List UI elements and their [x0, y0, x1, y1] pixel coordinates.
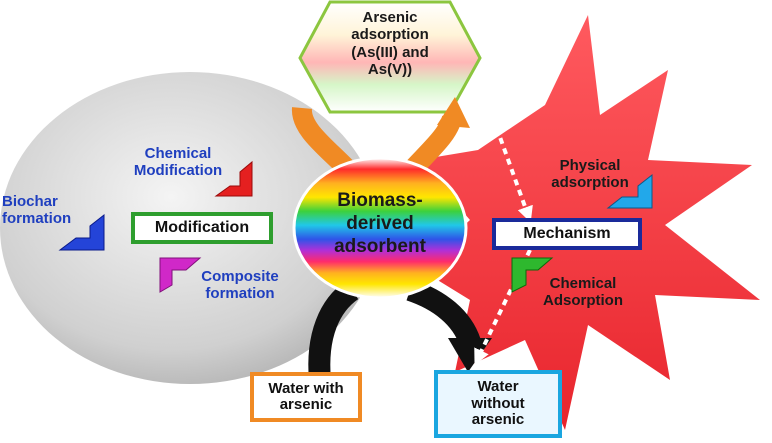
biomass-adsorbent-label: Biomass- derived adsorbent — [334, 190, 426, 257]
blue-chevron-icon — [58, 213, 105, 251]
chemical-adsorption-label: Chemical Adsorption — [543, 275, 623, 310]
green-chevron-icon — [511, 257, 554, 293]
biochar-formation-label: Biochar formation — [2, 193, 72, 228]
cyan-chevron-icon — [606, 173, 653, 209]
mechanism-box: Mechanism — [492, 218, 642, 250]
water-with-arsenic-box: Water with arsenic — [250, 372, 362, 422]
biomass-center-ellipse — [292, 156, 468, 300]
red-chevron-icon — [214, 160, 253, 197]
water-without-arsenic-box: Water without arsenic — [434, 370, 562, 438]
magenta-chevron-icon — [159, 257, 202, 293]
modification-box: Modification — [131, 212, 273, 244]
black-arrowhead — [448, 338, 492, 372]
black-arrow-left — [308, 280, 359, 381]
orange-arrowhead — [437, 97, 470, 128]
black-arrow-right — [406, 279, 481, 347]
dashed-arrow-to-mechanism — [476, 75, 533, 223]
composite-formation-label: Composite formation — [201, 268, 279, 303]
dashed-arrow-to-water — [474, 249, 532, 366]
arsenic-adsorption-label: Arsenic adsorption (As(III) and As(V)) — [351, 9, 429, 78]
chemical-modification-label: Chemical Modification — [133, 145, 223, 180]
physical-adsorption-label: Physical adsorption — [551, 157, 629, 192]
